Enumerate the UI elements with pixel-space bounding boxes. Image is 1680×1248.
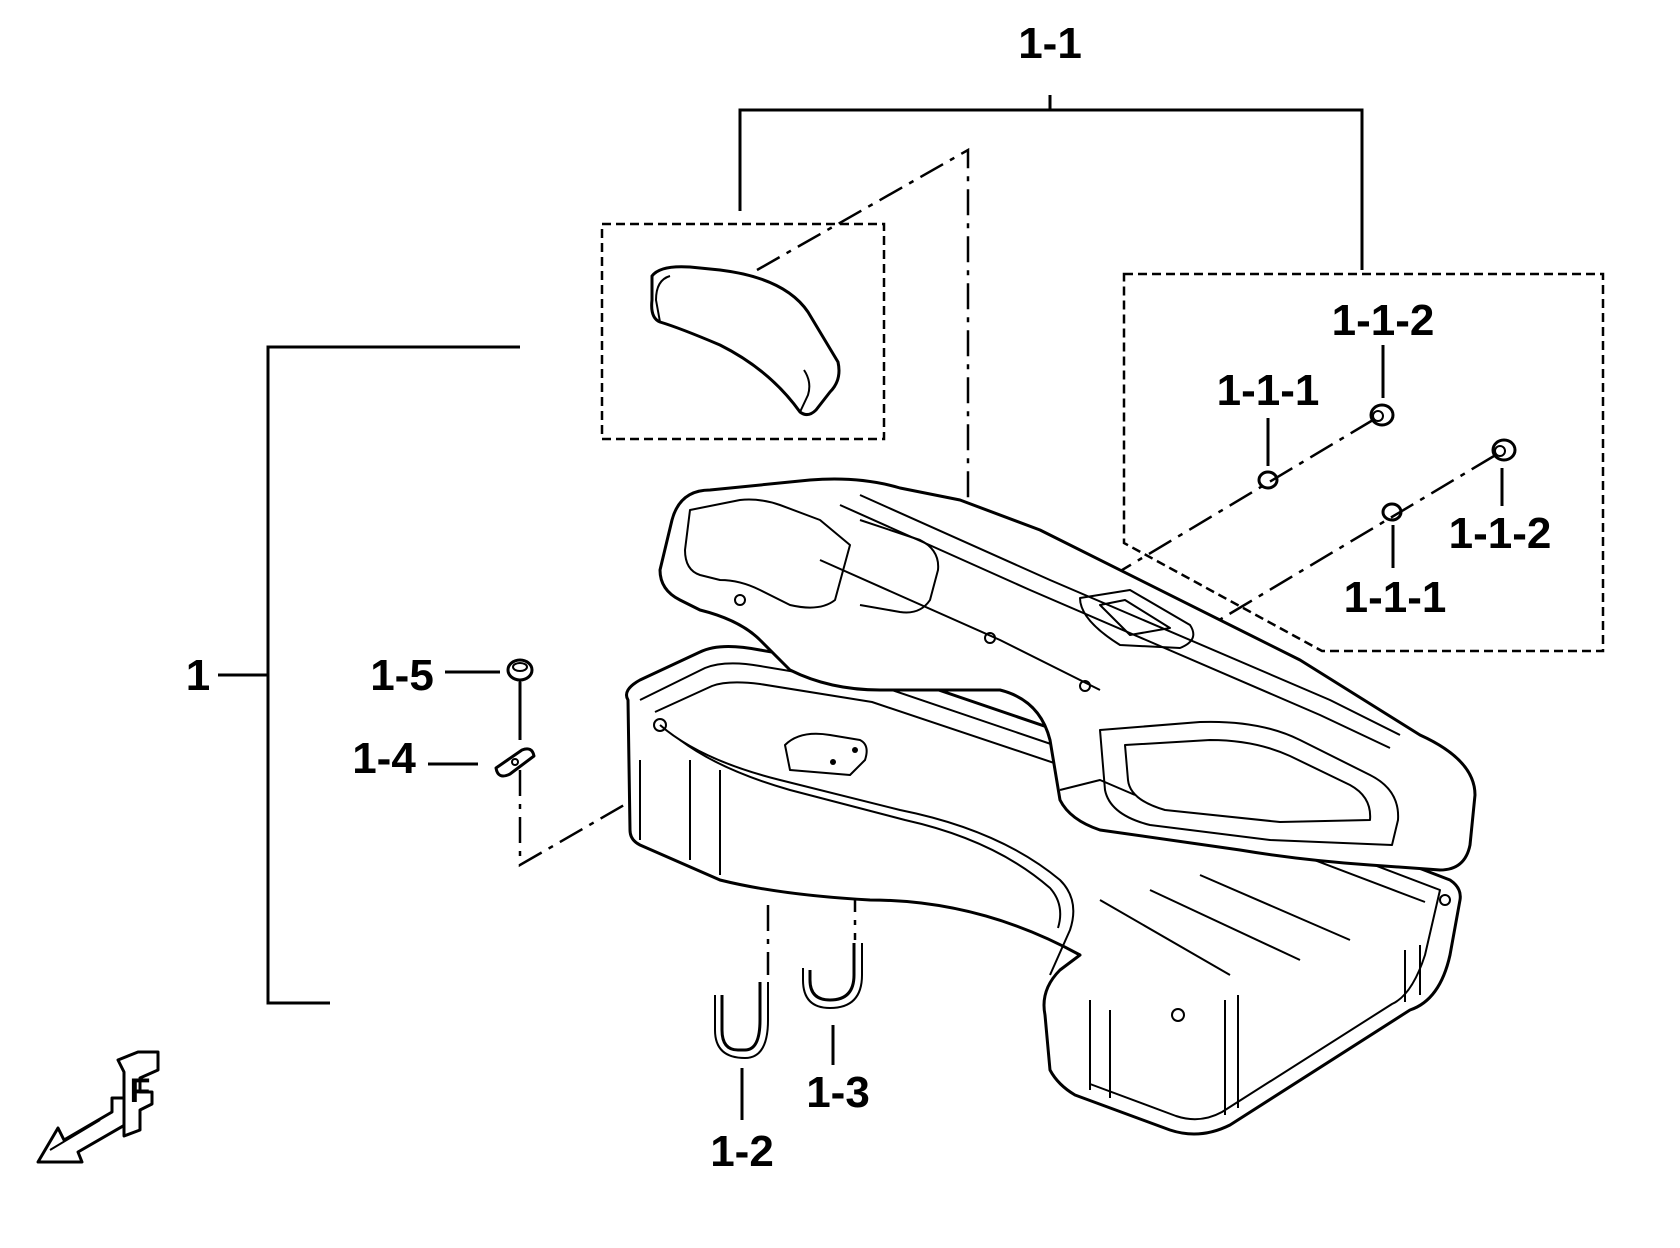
grommet-1-1-2-bottom [1491,438,1517,462]
label-1-1: 1-1 [1018,19,1082,68]
front-arrow-icon: F [36,1050,160,1164]
grommet-1-5 [506,658,534,682]
label-1-4: 1-4 [352,734,416,783]
label-1-1-2-top: 1-1-2 [1332,296,1435,345]
pad-box [600,222,886,441]
nut-1-1-1-top [1257,470,1279,490]
carrier-lid [658,477,1477,872]
label-1-2: 1-2 [710,1127,774,1176]
fastener-box [1122,272,1605,653]
label-1-1-1-top: 1-1-1 [1217,366,1320,415]
assembly-bracket [218,345,520,1005]
clip-1-4 [494,747,536,778]
label-1-3: 1-3 [806,1068,870,1117]
label-1-5: 1-5 [370,651,434,700]
label-1-1-1-bottom: 1-1-1 [1344,573,1447,622]
label-1-1-2-bottom: 1-1-2 [1449,509,1552,558]
backrest-pad [650,265,841,417]
subassembly-bracket [738,95,1364,270]
carrier-box [625,645,1462,1136]
label-1: 1 [186,651,210,700]
front-label: F [130,1072,151,1110]
hook-1-2 [714,982,769,1059]
hook-1-3 [802,943,863,1009]
grommet-1-1-2-top [1369,403,1395,427]
